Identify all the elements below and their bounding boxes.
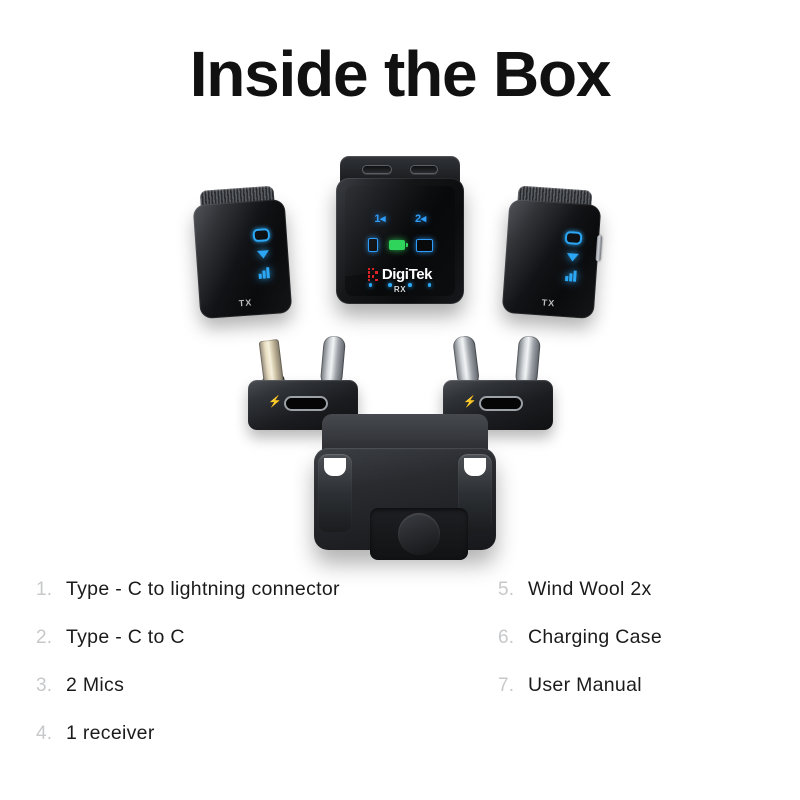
gloss-highlight [501, 198, 602, 301]
usb-c-plug-icon [452, 333, 481, 393]
headphone-jack-icon [410, 165, 438, 174]
display-channels: 1◂ 2◂ [345, 212, 455, 225]
list-item-label: Type - C to C [66, 626, 185, 648]
signal-bars-icon [258, 267, 270, 279]
transmitter-body: TX [501, 198, 602, 320]
list-item: 4. 1 receiver [36, 722, 340, 770]
wireless-receiver: 1◂ 2◂ DigiTek RX [336, 156, 464, 306]
transmitter-side-button [595, 235, 603, 262]
bolt-icon: ⚡ [463, 396, 477, 408]
channel-2-label: 2◂ [415, 213, 426, 225]
list-item: 2. Type - C to C [36, 626, 340, 674]
transmitter-indicators [562, 230, 583, 282]
display-status-icons [345, 238, 455, 252]
list-item-number: 2. [36, 627, 53, 648]
gloss-highlight [345, 186, 455, 278]
list-item-number: 7. [498, 675, 515, 696]
list-item: 1. Type - C to lightning connector [36, 578, 340, 626]
link-icon [564, 230, 583, 246]
list-item: 3. 2 Mics [36, 674, 340, 722]
signal-bars-icon [565, 270, 577, 282]
list-item-number: 4. [36, 723, 53, 744]
receiver-display: 1◂ 2◂ DigiTek RX [345, 186, 455, 296]
product-image: TX TX 1◂ 2◂ [0, 140, 800, 570]
mic-icon [256, 250, 269, 259]
usb-c-plug-icon [319, 333, 347, 393]
receiver-body: 1◂ 2◂ DigiTek RX [336, 178, 464, 304]
list-item-number: 6. [498, 627, 515, 648]
brand-logo: DigiTek [345, 266, 455, 283]
charging-case [300, 414, 510, 562]
camera-icon [415, 238, 433, 252]
contents-column-right: 5. Wind Wool 2x 6. Charging Case 7. User… [498, 578, 662, 722]
case-notch-left [324, 458, 346, 476]
usb-c-port-icon [479, 396, 523, 411]
brand-name: DigiTek [381, 266, 433, 283]
bolt-icon: ⚡ [268, 396, 282, 408]
wireless-transmitter-left: TX [192, 185, 293, 320]
contents-column-left: 1. Type - C to lightning connector 2. Ty… [36, 578, 340, 770]
case-disc [398, 513, 440, 555]
receiver-top-panel [340, 156, 460, 182]
gloss-highlight [192, 198, 293, 309]
list-item-number: 3. [36, 675, 53, 696]
list-item: 5. Wind Wool 2x [498, 578, 662, 626]
list-item-label: Type - C to lightning connector [66, 578, 340, 600]
list-item-label: Wind Wool 2x [528, 578, 652, 600]
transmitter-body: TX [192, 198, 293, 320]
mic-icon [565, 253, 579, 262]
page-title: Inside the Box [189, 38, 612, 110]
list-item-number: 1. [36, 579, 53, 600]
list-item-label: Charging Case [528, 626, 662, 648]
case-inner-slot [370, 508, 468, 560]
usb-c-port-icon [284, 396, 328, 411]
box-contents-list: 1. Type - C to lightning connector 2. Ty… [0, 578, 800, 778]
transmitter-indicators [252, 228, 272, 279]
digitek-dot-matrix-icon [367, 267, 378, 282]
list-item: 7. User Manual [498, 674, 662, 722]
battery-icon [388, 240, 408, 250]
usb-c-port-icon [362, 165, 392, 174]
link-icon [252, 228, 271, 243]
lightning-plug-icon [257, 333, 286, 394]
phone-icon [367, 238, 378, 252]
wireless-transmitter-right: TX [501, 185, 603, 320]
list-item-label: 2 Mics [66, 674, 125, 696]
list-item-label: User Manual [528, 674, 642, 696]
receiver-label: RX [393, 285, 407, 294]
usb-c-plug-icon [514, 333, 542, 393]
channel-1-label: 1◂ [374, 213, 385, 225]
case-notch-right [464, 458, 486, 476]
receiver-led-row [345, 283, 455, 287]
list-item-number: 5. [498, 579, 515, 600]
list-item-label: 1 receiver [66, 722, 155, 744]
list-item: 6. Charging Case [498, 626, 662, 674]
case-tray [314, 448, 496, 560]
